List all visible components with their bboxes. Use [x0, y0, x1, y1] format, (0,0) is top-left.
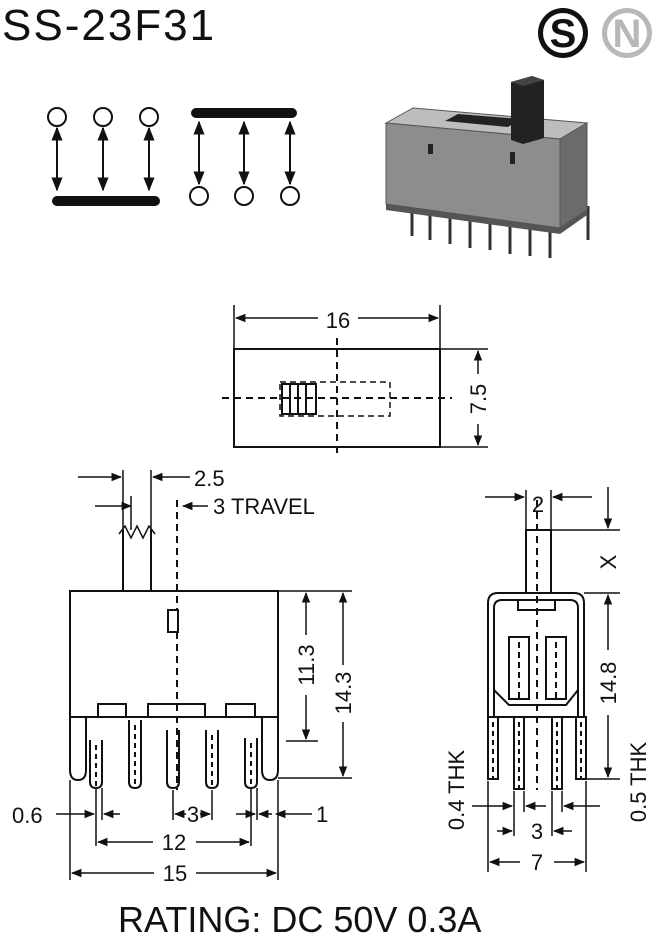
side-width-dim: 7	[531, 850, 543, 875]
side-pin-thk-right-dim: 0.5 THK	[626, 742, 651, 823]
front-pin-pitch-dim: 3	[187, 802, 199, 827]
side-actuator-height-dim: X	[596, 554, 621, 569]
n-logo: N	[602, 8, 652, 58]
side-height-dim: 14.8	[596, 662, 621, 705]
top-width-dim: 16	[326, 308, 350, 333]
side-view	[472, 487, 620, 872]
s-logo: S	[538, 8, 588, 58]
switch-product-image	[384, 76, 590, 258]
top-view: 16 7.5	[222, 305, 491, 458]
front-pin-span-dim: 12	[162, 830, 186, 855]
front-actuator-dim: 2.5	[194, 466, 225, 491]
front-travel-dim: 3 TRAVEL	[213, 494, 315, 519]
model-title: SS-23F31	[2, 1, 216, 50]
front-pin-offset-dim: 1	[316, 802, 328, 827]
front-pin-thickness-dim: 0.6	[12, 803, 43, 828]
side-actuator-dim: 2	[532, 492, 544, 517]
rating-text: RATING: DC 50V 0.3A	[118, 899, 481, 939]
front-view	[56, 470, 352, 880]
front-body-height-dim: 11.3	[294, 644, 319, 685]
s-logo-letter: S	[550, 12, 577, 56]
circuit-schematic	[47, 107, 300, 206]
top-height-dim: 7.5	[466, 384, 491, 415]
side-pin-thk-left-dim: 0.4 THK	[444, 750, 469, 831]
front-body-width-dim: 15	[163, 861, 187, 886]
n-logo-letter: N	[613, 12, 642, 56]
front-overall-height-dim: 14.3	[331, 672, 356, 715]
side-pin-pitch-dim: 3	[531, 819, 543, 844]
